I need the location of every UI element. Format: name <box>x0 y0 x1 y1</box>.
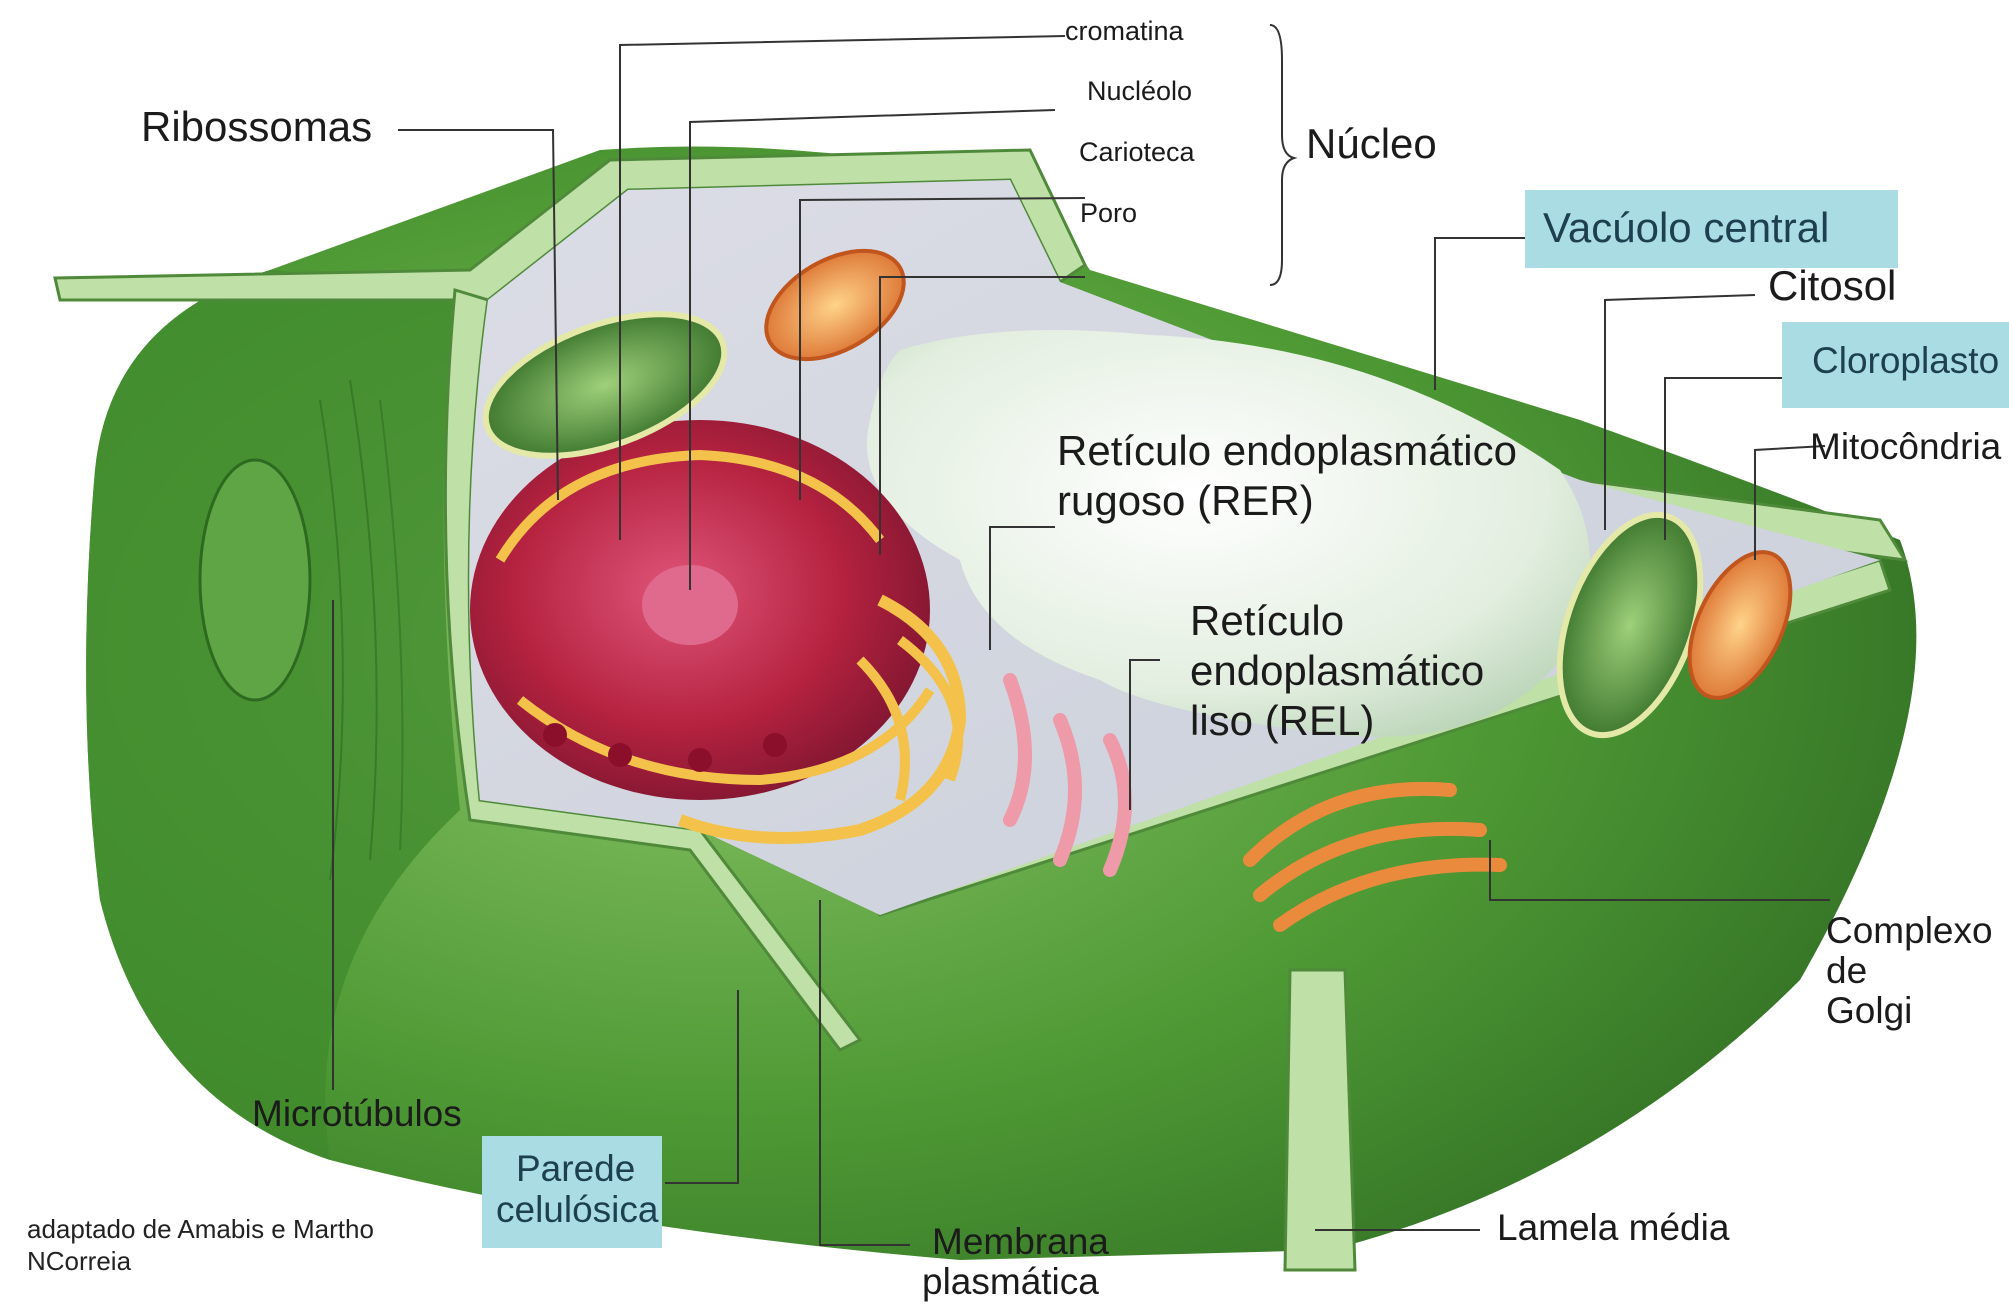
label-rel-line2: endoplasmático <box>1190 647 1484 695</box>
label-microtubulos: Microtúbulos <box>252 1093 462 1136</box>
label-mitocondria: Mitocôndria <box>1810 426 2001 469</box>
label-cloroplasto: Cloroplasto <box>1812 340 1999 383</box>
label-rer-line2: rugoso (RER) <box>1057 477 1314 525</box>
label-cromatina: cromatina <box>1065 16 1184 47</box>
label-poro: Poro <box>1080 198 1137 229</box>
label-citosol: Citosol <box>1768 262 1896 310</box>
label-nucleo: Núcleo <box>1306 120 1437 168</box>
cell-bump <box>200 460 310 700</box>
credit-line1: adaptado de Amabis e Martho <box>27 1213 374 1246</box>
middle-lamella <box>1285 970 1355 1270</box>
label-golgi-line2: de <box>1826 950 1867 993</box>
label-golgi-line3: Golgi <box>1826 990 1912 1033</box>
label-nucleolo: Nucléolo <box>1087 76 1192 107</box>
label-membrana-line1: Membrana <box>932 1221 1109 1264</box>
label-vacuolo-central: Vacúolo central <box>1543 204 1829 252</box>
label-lamela-media: Lamela média <box>1497 1207 1729 1250</box>
label-ribossomas: Ribossomas <box>141 103 372 151</box>
label-golgi-line1: Complexo <box>1826 910 1993 953</box>
label-parede-line1: Parede <box>516 1148 635 1191</box>
label-rel-line3: liso (REL) <box>1190 697 1374 745</box>
credit-line2: NCorreia <box>27 1245 131 1278</box>
label-parede-line2: celulósica <box>496 1189 658 1232</box>
label-membrana-line2: plasmática <box>922 1261 1099 1304</box>
label-rer-line1: Retículo endoplasmático <box>1057 427 1517 475</box>
label-carioteca: Carioteca <box>1079 137 1195 168</box>
label-rel-line1: Retículo <box>1190 597 1344 645</box>
